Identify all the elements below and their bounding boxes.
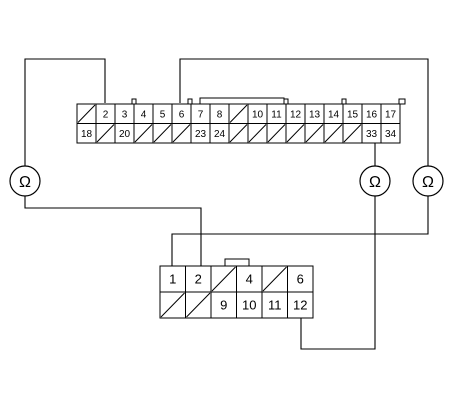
- lower-connector-cavity: [287, 265, 314, 293]
- upper-connector-terminal-16: 16: [366, 109, 378, 120]
- lower-connector-terminal-12: 12: [293, 298, 307, 313]
- upper-connector-terminal-14: 14: [328, 109, 340, 120]
- upper-connector-key: [283, 98, 289, 105]
- upper-connector-unused-cavity: [343, 124, 362, 143]
- upper-connector-terminal-15: 15: [347, 109, 359, 120]
- lead-upper-pin6-to-meter3: [179, 58, 429, 166]
- lower-connector-terminal-1: 1: [169, 272, 176, 287]
- upper-connector-terminal-18: 18: [81, 129, 93, 140]
- upper-connector-cavity: [380, 123, 401, 144]
- lower-connector-unused-cavity: [186, 292, 211, 318]
- lower-connector-terminal-4: 4: [246, 272, 253, 287]
- upper-connector-key: [398, 98, 406, 105]
- ohm-symbol: Ω: [422, 174, 434, 191]
- upper-connector-key: [131, 98, 137, 105]
- upper-connector-terminal-2: 2: [103, 109, 109, 120]
- upper-connector-terminal-23: 23: [195, 129, 207, 140]
- upper-connector-terminal-20: 20: [119, 129, 131, 140]
- ohmmeter-icon: [412, 165, 444, 197]
- lead-meter1-to-lower-pin2: [24, 196, 202, 266]
- ohmmeter-1: Ω: [9, 165, 41, 197]
- upper-connector-unused-cavity: [229, 124, 248, 143]
- lower-connector-unused-cavity: [160, 292, 185, 318]
- upper-connector-unused-cavity: [305, 124, 324, 143]
- upper-connector-terminal-12: 12: [290, 109, 302, 120]
- upper-connector-terminal-33: 33: [366, 129, 378, 140]
- upper-connector-unused-cavity: [172, 124, 191, 143]
- lead-meter2-to-lower-pin12: [300, 196, 376, 350]
- upper-connector-unused-cavity: [267, 124, 286, 143]
- lead-meter1-to-upper-pin2: [24, 58, 106, 166]
- lower-connector-cavity: [236, 291, 263, 319]
- lower-connector-lock-tab: [224, 258, 250, 267]
- upper-connector-unused-cavity: [229, 104, 248, 123]
- upper-connector-terminal-3: 3: [122, 109, 128, 120]
- ohm-symbol: Ω: [19, 174, 31, 191]
- upper-connector-terminal-24: 24: [214, 129, 226, 140]
- ohm-symbol: Ω: [369, 174, 381, 191]
- upper-connector-unused-cavity: [153, 124, 172, 143]
- lower-connector-unused-cavity: [211, 266, 236, 292]
- upper-connector-unused-cavity: [96, 124, 115, 143]
- ohmmeter-icon: [9, 165, 41, 197]
- test-leads: [24, 58, 429, 350]
- upper-connector-terminal-8: 8: [217, 109, 223, 120]
- ohmmeter-2: Ω: [359, 165, 391, 197]
- ohmmeter-3: Ω: [412, 165, 444, 197]
- upper-connector-terminal-6: 6: [179, 109, 185, 120]
- lead-meter3-to-lower-pin1: [171, 196, 429, 266]
- upper-connector-lock-tab: [199, 97, 285, 105]
- upper-connector-key: [187, 98, 193, 105]
- upper-connector-key: [341, 98, 347, 105]
- upper-connector-terminal-11: 11: [271, 109, 282, 120]
- upper-connector-terminal-13: 13: [309, 109, 321, 120]
- upper-connector-unused-cavity: [286, 124, 305, 143]
- lower-connector-unused-cavity: [262, 266, 287, 292]
- ohmmeter-icon: [359, 165, 391, 197]
- lower-connector-terminal-6: 6: [297, 272, 304, 287]
- upper-connector-unused-cavity: [248, 124, 267, 143]
- upper-connector-terminal-4: 4: [141, 109, 147, 120]
- upper-connector-terminal-17: 17: [385, 109, 397, 120]
- upper-connector-terminal-10: 10: [252, 109, 264, 120]
- lower-connector-cavity: [287, 291, 314, 319]
- upper-connector-terminal-34: 34: [385, 129, 397, 140]
- lower-connector-cavity: [159, 265, 186, 293]
- upper-connector-unused-cavity: [324, 124, 343, 143]
- upper-connector-unused-cavity: [77, 104, 96, 123]
- lower-connector-terminal-2: 2: [195, 272, 202, 287]
- upper-connector-unused-cavity: [134, 124, 153, 143]
- lower-connector-terminal-9: 9: [220, 298, 227, 313]
- lower-connector-cavity: [261, 291, 288, 319]
- upper-connector-terminal-7: 7: [198, 109, 204, 120]
- lower-connector-terminal-11: 11: [268, 298, 282, 313]
- lower-connector-terminal-10: 10: [242, 298, 256, 313]
- upper-connector-terminal-5: 5: [160, 109, 166, 120]
